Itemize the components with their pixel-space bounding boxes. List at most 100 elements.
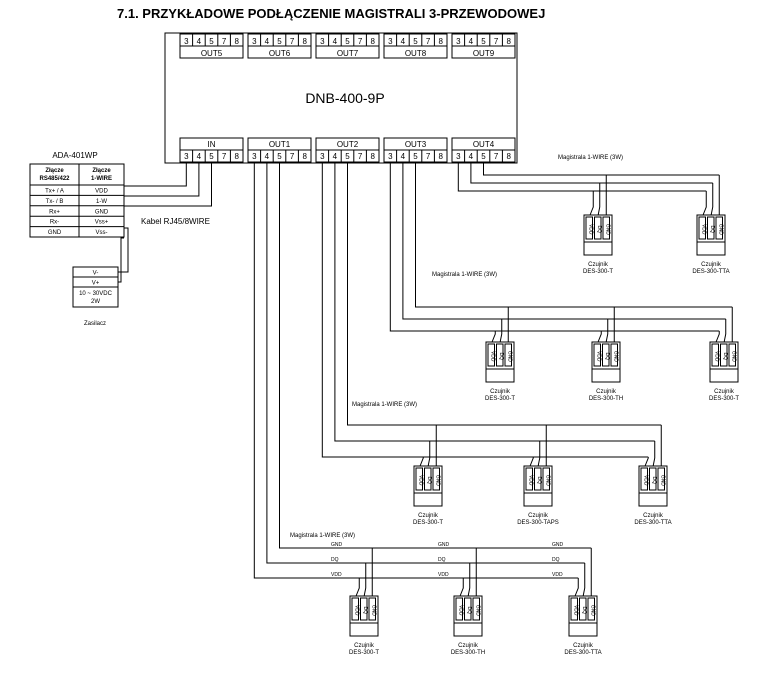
sensor-pin-label: GND — [474, 605, 480, 617]
sensor-drop — [605, 319, 609, 345]
sensor-pin-label: GND — [659, 475, 665, 487]
sensor-drop — [354, 578, 360, 599]
bottom-port-4-label: OUT4 — [473, 140, 495, 149]
sensor-drop — [467, 563, 471, 599]
sensor-pin-label: VDD — [700, 224, 706, 235]
top-port-8-label: OUT8 — [405, 49, 427, 58]
sensor-pin-label: GND — [370, 605, 376, 617]
bottom-port-2-label: OUT2 — [337, 140, 359, 149]
sensor-pin-label: VDD — [587, 224, 593, 235]
top-port-6-pin-4: 4 — [265, 37, 270, 46]
sensor-pin-gnd — [432, 467, 440, 491]
bottom-port-2-pin-3: 3 — [320, 152, 325, 161]
bus-wire-label: DQ — [331, 557, 339, 563]
sensor-pin-dq — [496, 343, 504, 367]
bus-wire-label: VDD — [552, 572, 563, 578]
converter-rs485-cell: Tx- / B — [46, 199, 64, 205]
top-port-6-pin-8: 8 — [302, 37, 307, 46]
bottom-port-1-label: OUT1 — [269, 140, 291, 149]
converter-1wire-cell: GND — [95, 209, 109, 215]
bus-wire-label: GND — [331, 542, 343, 548]
sensor-word: Czujnik — [588, 262, 609, 268]
sensor-pin-dq — [707, 216, 715, 240]
sensor-pin-vdd — [698, 216, 706, 240]
sensor-pin-dq — [360, 597, 368, 621]
sensor-pin-label: DQ — [536, 477, 542, 485]
sensor-pin-dq — [649, 467, 657, 491]
sensor-model: DES-300-TH — [589, 396, 623, 402]
bottom-port-0-pin-3: 3 — [184, 152, 189, 161]
top-port-9-pin-7: 7 — [494, 37, 499, 46]
wire-in-1w — [124, 163, 200, 197]
sensor-drop — [710, 183, 714, 218]
sensor-pin-label: GND — [544, 475, 550, 487]
sensor-pin-dq — [579, 597, 587, 621]
bus-label: Magistrala 1-WIRE (3W) — [432, 272, 497, 278]
bottom-port-4-pin-7: 7 — [494, 152, 499, 161]
sensor-pin-gnd — [587, 597, 595, 621]
top-port-7-label: OUT7 — [337, 49, 359, 58]
top-port-9-pin-3: 3 — [456, 37, 461, 46]
sensor-drop — [652, 441, 656, 469]
sensor-pin-dq — [602, 343, 610, 367]
bus-rail-gnd — [347, 163, 662, 426]
sensor-pin-label: GND — [717, 224, 723, 236]
converter-col2-header: 1-WIRE — [91, 176, 112, 182]
sensor-model: DES-300-T — [709, 396, 739, 402]
sensor-pin-gnd — [368, 597, 376, 621]
sensor-drop — [723, 319, 727, 345]
sensor-pin-dq — [534, 467, 542, 491]
sensor-word: Czujnik — [701, 262, 722, 268]
sensor-pin-label: GND — [730, 351, 736, 363]
sensor-pin-vdd — [487, 343, 495, 367]
wire-psu-vminus — [118, 227, 129, 273]
sensor-drop — [596, 331, 602, 345]
bus-rail-vdd — [253, 163, 579, 579]
sensor-pin-gnd — [728, 343, 736, 367]
converter-rs485-cell: GND — [48, 230, 62, 236]
bottom-port-0-pin-7: 7 — [222, 152, 227, 161]
sensor-word: Czujnik — [528, 513, 549, 519]
sensor-pin-gnd — [504, 343, 512, 367]
bottom-port-0-pin-5: 5 — [209, 152, 214, 161]
sensor-drop — [714, 331, 720, 345]
top-port-5-pin-3: 3 — [184, 37, 189, 46]
sensor-drop — [537, 441, 541, 469]
sensor-pin-label: DQ — [722, 353, 728, 361]
sensor-model: DES-300-TTA — [692, 269, 729, 275]
converter-rs485-cell: Rx+ — [49, 209, 60, 215]
sensor-model: DES-300-TTA — [564, 650, 601, 656]
sensor-word: Czujnik — [643, 513, 664, 519]
sensor-model: DES-300-T — [413, 520, 443, 526]
bottom-port-1-pin-4: 4 — [265, 152, 270, 161]
bus-label: Magistrala 1-WIRE (3W) — [558, 155, 623, 161]
bus-rail-dq — [334, 163, 655, 442]
top-port-6-pin-5: 5 — [277, 37, 282, 46]
sensor-drop — [573, 578, 579, 599]
converter-name: ADA-401WP — [52, 151, 97, 160]
sensor-pin-label: GND — [612, 351, 618, 363]
converter-rs485-cell: Rx- — [50, 220, 59, 226]
sensor-drop — [418, 457, 424, 469]
top-port-5-pin-7: 7 — [222, 37, 227, 46]
bus-label: Magistrala 1-WIRE (3W) — [352, 402, 417, 408]
bottom-port-3-pin-5: 5 — [413, 152, 418, 161]
bus-rail-gnd — [483, 163, 720, 176]
sensor-model: DES-300-TTA — [634, 520, 671, 526]
sensor-pin-label: VDD — [595, 351, 601, 362]
sensor-drop — [458, 578, 464, 599]
top-port-9-pin-8: 8 — [506, 37, 511, 46]
top-port-9-pin-4: 4 — [469, 37, 474, 46]
bottom-port-3-pin-4: 4 — [401, 152, 406, 161]
psu-voltage: 10 ~ 30VDC — [79, 291, 113, 297]
sensor-pin-gnd — [657, 467, 665, 491]
top-port-7-pin-4: 4 — [333, 37, 338, 46]
bus-wire-label: DQ — [552, 557, 560, 563]
bus-rail-gnd — [415, 163, 733, 308]
sensor-pin-dq — [720, 343, 728, 367]
top-port-9-pin-5: 5 — [481, 37, 486, 46]
